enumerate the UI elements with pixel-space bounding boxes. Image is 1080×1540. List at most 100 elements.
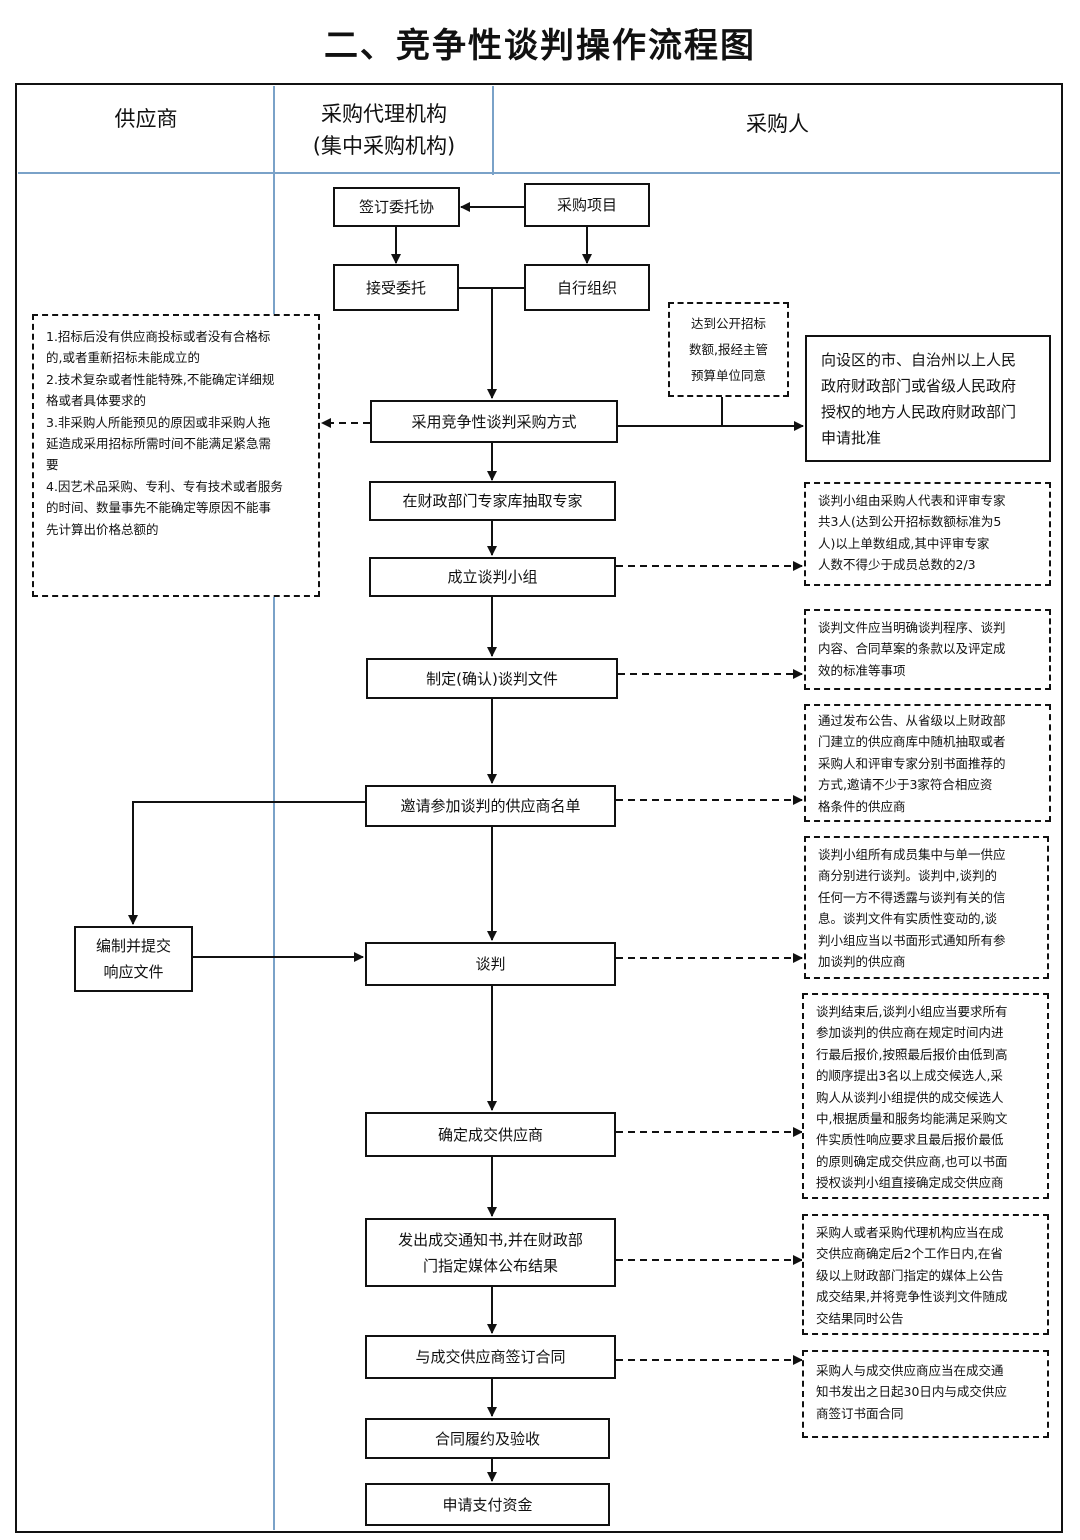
note-approval-line: 申请批准 (821, 429, 882, 447)
lane-header-agency-line1: 采购代理机构 (321, 102, 447, 126)
note-invite-rule-line: 格条件的供应商 (818, 798, 906, 814)
node-self-organize-label: 自行组织 (556, 278, 617, 297)
note-conditions-line: 先计算出价格总额的 (46, 521, 159, 537)
node-purchase-project: 采购项目 (524, 183, 650, 227)
note-public-tender-line: 达到公开招标 (690, 315, 766, 331)
note-confirm-rule: 谈判结束后,谈判小组应当要求所有 参加谈判的供应商在规定时间内进 行最后报价,按… (802, 993, 1049, 1199)
note-conditions-line: 1.招标后没有供应商投标或者没有合格标 (46, 329, 271, 344)
node-perform-accept-label: 合同履约及验收 (434, 1429, 540, 1448)
note-contract-rule-line: 采购人与成交供应商应当在成交通 (816, 1363, 1004, 1378)
node-submit-response: 编制并提交 响应文件 (74, 926, 193, 992)
note-approval-line: 政府财政部门或省级人民政府 (821, 377, 1017, 395)
note-notice-rule: 采购人或者采购代理机构应当在成 交供应商确定后2个工作日内,在省 级以上财政部门… (802, 1214, 1049, 1335)
note-notice-rule-line: 交供应商确定后2个工作日内,在省 (816, 1246, 1003, 1262)
lane-header-purchaser: 采购人 (746, 112, 809, 136)
node-negotiate: 谈判 (365, 942, 616, 986)
arrow-invite-to-supplier (128, 801, 365, 925)
note-conditions-line: 3.非采购人所能预见的原因或非采购人拖 (46, 414, 271, 430)
note-contract-rule: 采购人与成交供应商应当在成交通 知书发出之日起30日内与成交供应 商签订书面合同 (802, 1350, 1049, 1438)
node-make-docs-label: 制定(确认)谈判文件 (426, 669, 558, 688)
note-invite-rule-line: 采购人和评审专家分别书面推荐的 (818, 755, 1006, 771)
node-draw-experts-label: 在财政部门专家库抽取专家 (402, 492, 583, 510)
note-negotiate-rule-line: 谈判小组所有成员集中与单一供应 (818, 847, 1006, 862)
note-docs-rule: 谈判文件应当明确谈判程序、谈判 内容、合同草案的条款以及评定成 效的标准等事项 (804, 609, 1051, 690)
node-sign-contract-label: 与成交供应商签订合同 (415, 1348, 566, 1366)
note-team-rule: 谈判小组由采购人代表和评审专家 共3人(达到公开招标数额标准为5 人)以上单数组… (804, 482, 1051, 586)
node-notice-line1: 发出成交通知书,并在财政部 (398, 1230, 583, 1249)
node-confirm-supplier: 确定成交供应商 (365, 1112, 616, 1157)
node-purchase-project-label: 采购项目 (556, 196, 617, 214)
lane-header-supplier: 供应商 (114, 107, 178, 131)
note-approval: 向设区的市、自治州以上人民 政府财政部门或省级人民政府 授权的地方人民政府财政部… (805, 335, 1051, 462)
note-invite-rule-line: 门建立的供应商库中随机抽取或者 (818, 734, 1006, 750)
node-perform-accept: 合同履约及验收 (365, 1418, 610, 1459)
note-confirm-rule-line: 的顺序提出3名以上成交候选人,采 (816, 1068, 1003, 1084)
note-confirm-rule-line: 授权谈判小组直接确定成交供应商 (816, 1175, 1004, 1191)
note-negotiate-rule-line: 息。谈判文件有实质性变动的,谈 (818, 911, 997, 927)
note-conditions-line: 延造成采用招标所需时间不能满足紧急需 (46, 436, 272, 452)
note-notice-rule-line: 级以上财政部门指定的媒体上公告 (816, 1267, 1004, 1283)
note-confirm-rule-line: 的原则确定成交供应商,也可以书面 (816, 1153, 1008, 1169)
note-negotiate-rule-line: 加谈判的供应商 (818, 954, 906, 970)
note-negotiate-rule-line: 任何一方不得透露与谈判有关的信 (818, 889, 1006, 905)
note-conditions: 1.招标后没有供应商投标或者没有合格标 的,或者重新招标未能成立的 2.技术复杂… (32, 314, 320, 597)
note-negotiate-rule: 谈判小组所有成员集中与单一供应 商分别进行谈判。谈判中,谈判的 任何一方不得透露… (804, 836, 1049, 979)
note-conditions-line: 格或者具体要求的 (46, 393, 147, 409)
note-invite-rule: 通过发布公告、从省级以上财政部 门建立的供应商库中随机抽取或者 采购人和评审专家… (804, 704, 1051, 822)
node-accept-entrust-label: 接受委托 (365, 278, 426, 297)
node-sign-entrust: 签订委托协 (333, 187, 460, 227)
node-submit-response-line2: 响应文件 (103, 963, 164, 981)
note-public-tender-line: 数额,报经主管 (689, 341, 768, 357)
note-notice-rule-line: 采购人或者采购代理机构应当在成 (816, 1225, 1004, 1240)
note-confirm-rule-line: 件实质性响应要求且最后报价最低 (816, 1132, 1004, 1148)
node-sign-entrust-label: 签订委托协 (358, 198, 434, 216)
lane-header-agency-line2: (集中采购机构) (312, 134, 456, 158)
note-contract-rule-line: 商签订书面合同 (816, 1405, 904, 1421)
note-team-rule-line: 谈判小组由采购人代表和评审专家 (818, 493, 1006, 508)
note-team-rule-line: 共3人(达到公开招标数额标准为5 (818, 514, 1002, 530)
note-confirm-rule-line: 谈判结束后,谈判小组应当要求所有 (816, 1004, 1008, 1019)
page-title: 二、竞争性谈判操作流程图 (324, 26, 756, 66)
node-make-docs: 制定(确认)谈判文件 (366, 658, 618, 699)
note-negotiate-rule-line: 判小组应当以书面形式通知所有参 (818, 932, 1006, 948)
note-team-rule-line: 人)以上单数组成,其中评审专家 (818, 535, 990, 551)
node-apply-payment-label: 申请支付资金 (442, 1495, 533, 1514)
note-public-tender-line: 预算单位同意 (690, 367, 766, 383)
note-approval-line: 授权的地方人民政府财政部门 (821, 403, 1017, 421)
node-adopt-method-label: 采用竞争性谈判采购方式 (411, 412, 577, 431)
note-approval-line: 向设区的市、自治州以上人民 (821, 351, 1017, 369)
node-apply-payment: 申请支付资金 (365, 1483, 610, 1526)
node-negotiate-label: 谈判 (475, 955, 506, 973)
node-accept-entrust: 接受委托 (333, 264, 459, 311)
node-invite-list: 邀请参加谈判的供应商名单 (365, 785, 616, 827)
node-sign-contract: 与成交供应商签订合同 (365, 1335, 616, 1379)
note-conditions-line: 2.技术复杂或者性能特殊,不能确定详细规 (46, 371, 275, 387)
note-team-rule-line: 人数不得少于成员总数的2/3 (818, 557, 976, 573)
note-docs-rule-line: 效的标准等事项 (818, 662, 906, 678)
node-self-organize: 自行组织 (524, 264, 650, 311)
node-form-team: 成立谈判小组 (369, 557, 616, 597)
note-notice-rule-line: 交结果同时公告 (816, 1310, 904, 1326)
node-notice: 发出成交通知书,并在财政部 门指定媒体公布结果 (365, 1218, 616, 1287)
note-conditions-line: 的时间、数量事先不能确定等原因不能事 (46, 500, 272, 516)
node-form-team-label: 成立谈判小组 (447, 568, 538, 586)
node-confirm-supplier-label: 确定成交供应商 (437, 1125, 543, 1144)
lane-header-agency: 采购代理机构 (集中采购机构) (276, 98, 492, 162)
node-notice-line2: 门指定媒体公布结果 (422, 1256, 558, 1275)
note-conditions-line: 的,或者重新招标未能成立的 (46, 350, 200, 366)
note-negotiate-rule-line: 商分别进行谈判。谈判中,谈判的 (818, 868, 997, 884)
note-conditions-line: 要 (46, 457, 59, 473)
node-adopt-method: 采用竞争性谈判采购方式 (370, 400, 618, 443)
note-invite-rule-line: 方式,邀请不少于3家符合相应资 (818, 777, 993, 793)
note-confirm-rule-line: 行最后报价,按照最后报价由低到高 (816, 1046, 1008, 1062)
note-public-tender: 达到公开招标 数额,报经主管 预算单位同意 (668, 302, 789, 397)
note-confirm-rule-line: 购人从谈判小组提供的成交候选人 (816, 1089, 1004, 1105)
note-conditions-line: 4.因艺术品采购、专利、专有技术或者服务 (46, 478, 283, 494)
node-invite-list-label: 邀请参加谈判的供应商名单 (400, 797, 581, 815)
note-invite-rule-line: 通过发布公告、从省级以上财政部 (818, 713, 1006, 728)
node-submit-response-line1: 编制并提交 (95, 937, 171, 955)
outer-frame (15, 83, 1063, 1533)
note-notice-rule-line: 成交结果,并将竞争性谈判文件随成 (816, 1289, 1008, 1305)
note-contract-rule-line: 知书发出之日起30日内与成交供应 (816, 1384, 1007, 1400)
note-docs-rule-line: 内容、合同草案的条款以及评定成 (818, 641, 1006, 657)
